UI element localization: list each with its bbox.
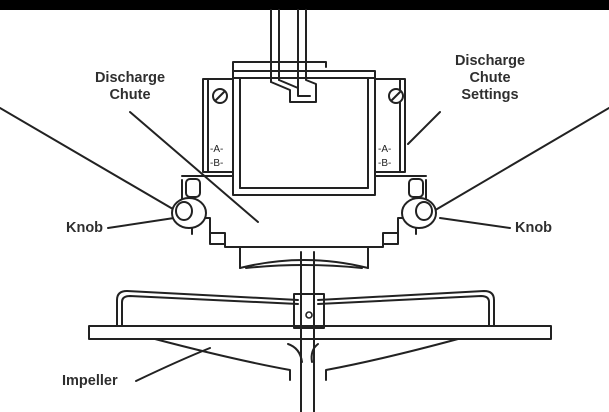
screw-icon [212, 88, 228, 104]
leader-knob-left [0, 107, 179, 213]
settings-bracket-left [202, 78, 234, 173]
label-discharge-chute-line2: Chute [109, 87, 151, 103]
leader-discharge-chute [129, 111, 259, 223]
setting-mark-right-b: -B- [378, 158, 391, 169]
label-settings-line3: Settings [461, 87, 519, 103]
label-settings-line2: Chute [469, 70, 511, 86]
label-impeller: Impeller [62, 373, 118, 389]
leader-knob-right [431, 107, 609, 213]
shaft [300, 251, 315, 412]
chute-shroud [239, 246, 369, 269]
label-knob-left: Knob [66, 220, 104, 236]
impeller-blade [116, 290, 495, 329]
leader-impeller [135, 347, 211, 382]
setting-mark-left-b: -B- [210, 158, 223, 169]
label-discharge-chute-settings: Discharge Chute Settings [430, 53, 550, 104]
knob-icon [401, 178, 437, 229]
label-settings-line1: Discharge [454, 53, 526, 69]
label-discharge-chute-line1: Discharge [94, 70, 166, 86]
leader-chute-settings [407, 111, 441, 145]
label-discharge-chute: Discharge Chute [70, 70, 190, 104]
hub-hole [305, 311, 313, 319]
screw-icon [388, 88, 404, 104]
impeller-hub [154, 338, 459, 381]
deflector [181, 175, 427, 248]
knob-icon [171, 178, 207, 229]
leader-knob-right-label [439, 217, 511, 229]
top-border [0, 0, 609, 10]
control-rod [270, 9, 317, 103]
impeller-plate [88, 325, 552, 340]
label-knob-right: Knob [515, 220, 553, 236]
setting-mark-left-a: -A- [210, 144, 223, 155]
chute-body [232, 61, 376, 196]
setting-mark-right-a: -A- [378, 144, 391, 155]
leader-knob-left-label [107, 217, 175, 229]
